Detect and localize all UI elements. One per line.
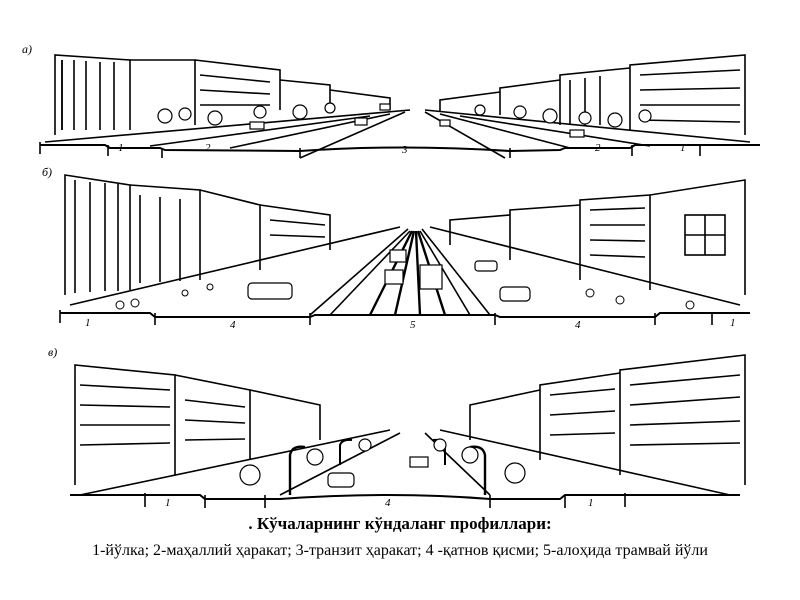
dim-label: 1 [165,497,171,509]
figure-caption-title: . Кўчаларнинг кўндаланг профиллари: [248,514,552,533]
street-profile-c-drawing [70,354,746,508]
dim-label: 5 [410,319,416,331]
dim-label: 2 [595,142,601,154]
dim-label: 1 [680,142,686,154]
dim-label: 4 [575,319,581,331]
dim-label: 3 [402,144,408,156]
street-profile-b-drawing [59,174,750,325]
dim-label: 2 [205,142,211,154]
street-profile-b: б) 1 4 5 4 1 [0,165,800,340]
street-profile-c: в) 1 4 1 [0,345,800,510]
street-profile-a-drawing [39,54,760,159]
panel-b-label: б) [42,165,53,179]
dim-label: 1 [588,497,594,509]
street-profile-a: а) 1 2 3 2 1 [0,30,800,160]
panel-a-label: а) [22,42,32,56]
panel-c-label: в) [48,345,58,359]
dim-label: 1 [118,142,124,154]
figure-caption-legend: 1-йўлка; 2-маҳаллий ҳаракат; 3-транзит ҳ… [92,542,708,559]
dim-label: 1 [85,317,91,329]
dim-label: 4 [385,497,391,509]
dim-label: 1 [730,317,736,329]
dim-label: 4 [230,319,236,331]
